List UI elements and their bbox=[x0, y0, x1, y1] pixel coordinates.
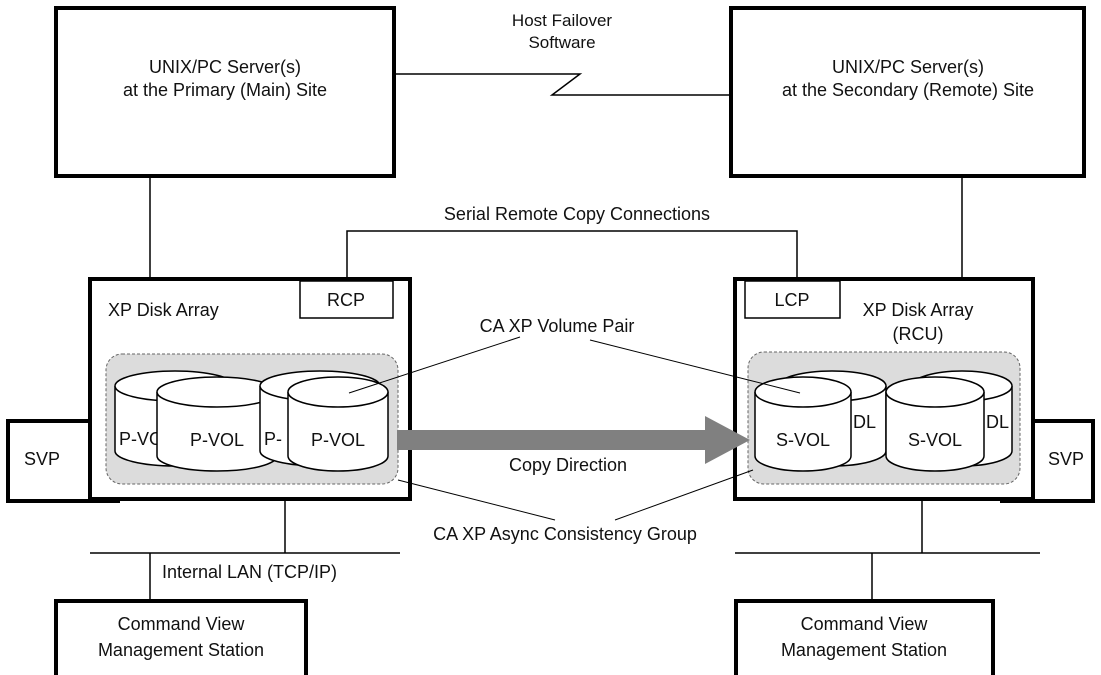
svp-right-label: SVP bbox=[1048, 449, 1084, 469]
mgmt-station-right-box bbox=[734, 599, 995, 675]
primary-server-label-2: at the Primary (Main) Site bbox=[123, 80, 327, 100]
consistency-group-line-left bbox=[397, 479, 556, 521]
secondary-volume-front-2-label: S-VOL bbox=[908, 430, 962, 450]
host-failover-label-2: Software bbox=[528, 33, 595, 52]
rcp-port-box bbox=[299, 280, 394, 319]
primary-volume-front-2-label: P-VOL bbox=[311, 430, 365, 450]
primary-volume-front-1 bbox=[156, 376, 278, 472]
lcp-port-label: LCP bbox=[774, 290, 809, 310]
secondary-server-label-1: UNIX/PC Server(s) bbox=[832, 57, 984, 77]
mgmt-station-left-label-2: Management Station bbox=[98, 640, 264, 660]
consistency-group-line-right bbox=[614, 469, 754, 521]
primary-server-label-1: UNIX/PC Server(s) bbox=[149, 57, 301, 77]
serial-remote-copy-link bbox=[346, 230, 798, 285]
secondary-server-label-2: at the Secondary (Remote) Site bbox=[782, 80, 1034, 100]
mgmt-station-right-label-2: Management Station bbox=[781, 640, 947, 660]
primary-array-title: XP Disk Array bbox=[108, 300, 219, 320]
secondary-array-title-1: XP Disk Array bbox=[863, 300, 974, 320]
rcp-port-label: RCP bbox=[327, 290, 365, 310]
secondary-server-box bbox=[729, 6, 1086, 178]
primary-volume-front-1-label: P-VOL bbox=[190, 430, 244, 450]
svp-left-label: SVP bbox=[24, 449, 60, 469]
primary-volume-front-2 bbox=[287, 376, 389, 472]
secondary-volume-front-2 bbox=[885, 376, 985, 472]
mgmt-station-left-box bbox=[54, 599, 308, 675]
lcp-port-box bbox=[744, 280, 841, 319]
volume-pair-label: CA XP Volume Pair bbox=[480, 316, 635, 336]
primary-volume-back-2-label: P- bbox=[264, 429, 282, 449]
volume-pair-line-left bbox=[348, 336, 521, 394]
secondary-array-title-2: (RCU) bbox=[893, 324, 944, 344]
copy-direction-label: Copy Direction bbox=[509, 455, 627, 475]
secondary-volume-back-2-label: DL bbox=[986, 412, 1009, 432]
consistency-group-label: CA XP Async Consistency Group bbox=[433, 524, 697, 544]
volume-pair-line-right bbox=[589, 339, 801, 394]
serial-connections-label: Serial Remote Copy Connections bbox=[444, 204, 710, 224]
secondary-volume-front-1 bbox=[754, 376, 852, 472]
secondary-volume-back-1-label: DL bbox=[853, 412, 876, 432]
primary-volume-back-1-label: P-VO bbox=[119, 429, 163, 449]
mgmt-station-right-label-1: Command View bbox=[801, 614, 929, 634]
copy-direction-arrow bbox=[397, 416, 750, 464]
host-failover-label-1: Host Failover bbox=[512, 11, 612, 30]
host-failover-link bbox=[395, 73, 731, 96]
secondary-volume-front-1-label: S-VOL bbox=[776, 430, 830, 450]
mgmt-station-left-label-1: Command View bbox=[118, 614, 246, 634]
primary-server-box bbox=[54, 6, 396, 178]
internal-lan-label: Internal LAN (TCP/IP) bbox=[162, 562, 337, 582]
